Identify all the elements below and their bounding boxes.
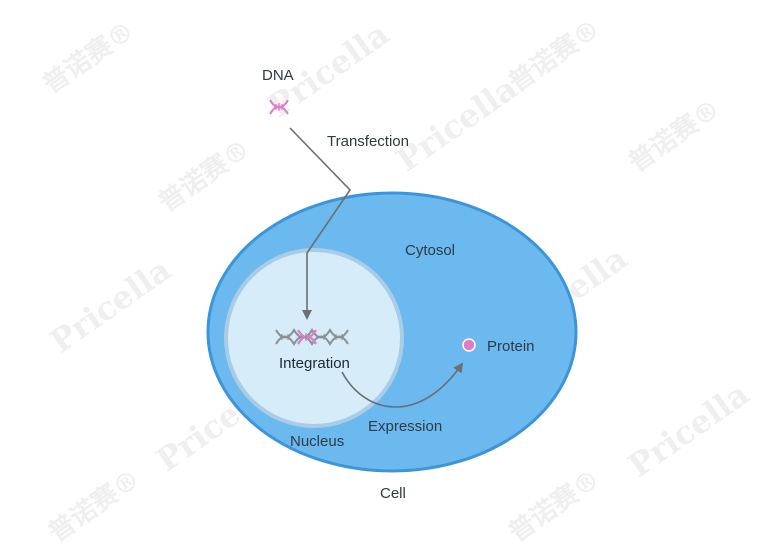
- expression-arrow: [341, 362, 464, 408]
- transfection-arrow: [289, 127, 352, 320]
- label-cell: Cell: [380, 485, 406, 502]
- dna-icon: [269, 99, 289, 115]
- watermark-cn: 普诺赛®: [623, 93, 726, 178]
- integrated-dna-icon: [275, 328, 349, 346]
- watermark-cn: 普诺赛®: [43, 463, 146, 548]
- watermark-en: Pricella: [43, 250, 178, 360]
- protein-icon: [462, 338, 476, 352]
- watermark-cn: 普诺赛®: [503, 463, 606, 548]
- label-expression: Expression: [368, 418, 442, 435]
- watermark-cn: 普诺赛®: [37, 15, 140, 100]
- watermark-en: Pricella: [621, 375, 756, 485]
- nucleus: [224, 248, 404, 428]
- watermark-en: Pricella: [389, 69, 524, 179]
- watermark-cn: 普诺赛®: [153, 133, 256, 218]
- label-nucleus: Nucleus: [290, 433, 344, 450]
- label-cytosol: Cytosol: [405, 242, 455, 259]
- watermark-cn: 普诺赛®: [503, 13, 606, 98]
- label-dna: DNA: [262, 67, 294, 84]
- label-transfection: Transfection: [327, 133, 409, 150]
- label-protein: Protein: [487, 338, 535, 355]
- label-integration: Integration: [279, 355, 350, 372]
